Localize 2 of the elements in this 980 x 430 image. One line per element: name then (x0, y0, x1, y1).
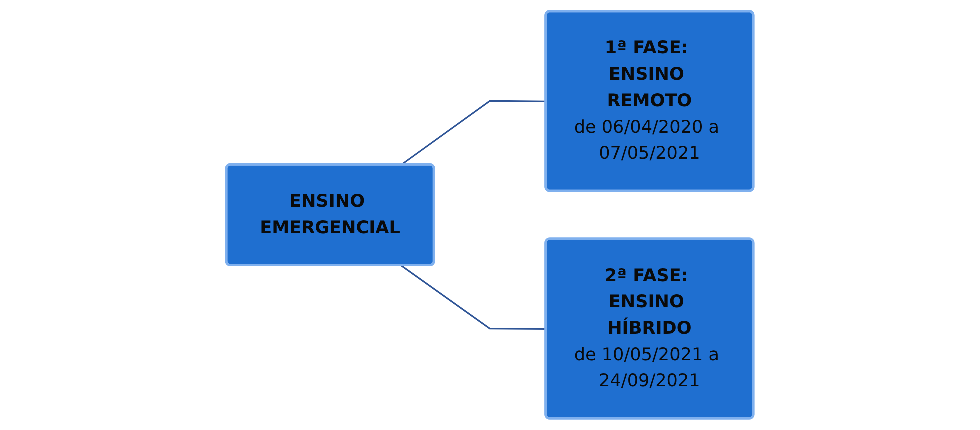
connector (400, 265, 546, 330)
connector (400, 100, 546, 166)
